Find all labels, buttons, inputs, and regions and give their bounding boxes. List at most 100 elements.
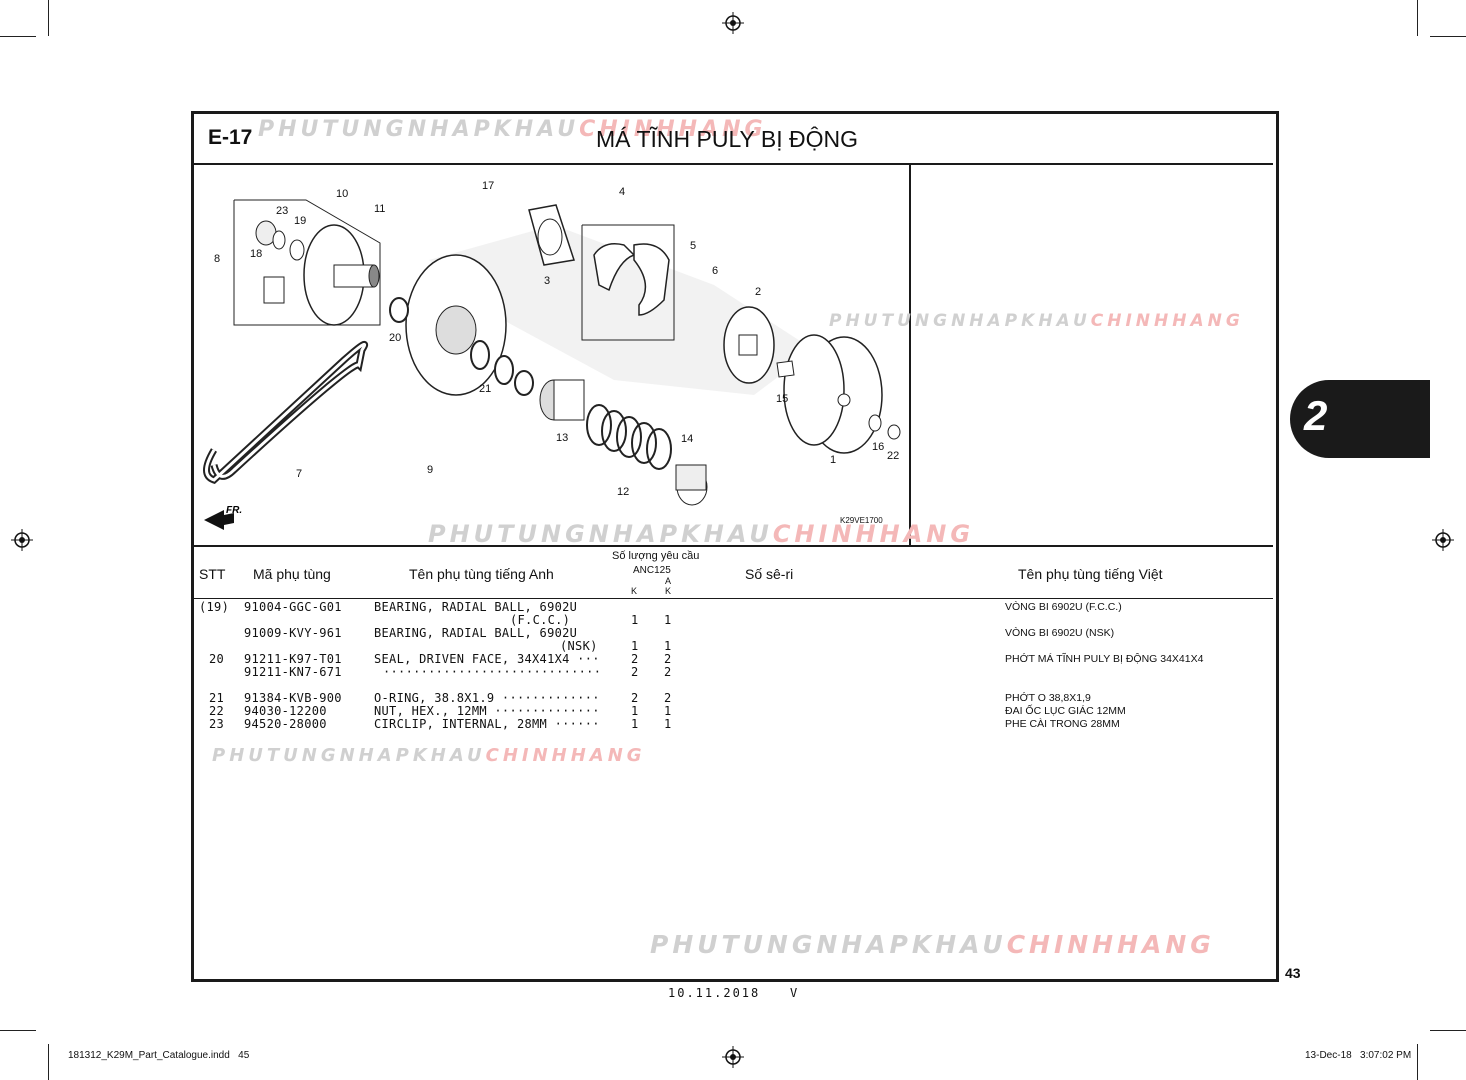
row-name-vn: PHỚT O 38,8X1,9 — [1005, 692, 1091, 704]
page-number: 43 — [1285, 965, 1301, 981]
callout-15: 15 — [776, 393, 788, 405]
header-name-vn: Tên phụ tùng tiếng Việt — [1018, 566, 1163, 582]
registration-mark-icon — [11, 529, 33, 551]
watermark: PHUTUNGNHAPKHAUCHINHHANG — [258, 117, 767, 142]
header-qty-k1: K — [631, 586, 638, 596]
header-qty-title: Số lượng yêu cầu — [612, 550, 700, 562]
crop-mark — [48, 0, 49, 36]
callout-4: 4 — [619, 186, 625, 198]
row-name-en: ····························· — [383, 665, 602, 679]
row-stt: 22 — [209, 704, 225, 718]
crop-mark — [1430, 36, 1466, 37]
callout-14: 14 — [681, 433, 693, 445]
callout-10: 10 — [336, 188, 348, 200]
row-name-en-suffix: (F.C.C.) — [510, 613, 571, 627]
callout-21: 21 — [479, 383, 491, 395]
row-part-no: 91004-GGC-G01 — [244, 600, 342, 614]
callout-22: 22 — [887, 450, 899, 462]
chapter-tab: 2 — [1290, 380, 1430, 458]
footer-date: 10.11.2018 — [668, 986, 761, 1000]
row-qty-1: 2 — [631, 665, 639, 679]
callout-17: 17 — [482, 180, 494, 192]
watermark: PHUTUNGNHAPKHAUCHINHHANG — [428, 520, 975, 548]
row-name-en-suffix: (NSK) — [560, 639, 598, 653]
watermark: PHUTUNGNHAPKHAUCHINHHANG — [829, 311, 1244, 331]
row-qty-1: 2 — [631, 652, 639, 666]
row-name-en: SEAL, DRIVEN FACE, 34X41X4 ··· — [374, 652, 600, 666]
watermark: PHUTUNGNHAPKHAUCHINHHANG — [650, 930, 1215, 959]
row-qty-2: 2 — [664, 691, 672, 705]
callout-9: 9 — [427, 464, 433, 476]
crop-mark — [1417, 0, 1418, 36]
row-qty-1: 1 — [631, 704, 639, 718]
callout-13: 13 — [556, 432, 568, 444]
diagram-divider — [909, 165, 911, 546]
row-qty-1: 2 — [631, 691, 639, 705]
watermark: PHUTUNGNHAPKHAUCHINHHANG — [212, 745, 646, 766]
registration-mark-icon — [722, 12, 744, 34]
footer-timestamp: 13-Dec-18 3:07:02 PM — [1305, 1050, 1412, 1061]
callout-1: 1 — [830, 454, 836, 466]
row-name-vn: PHỚT MÁ TĨNH PULY BỊ ĐỘNG 34X41X4 — [1005, 653, 1204, 665]
callout-19: 19 — [294, 215, 306, 227]
callout-7: 7 — [296, 468, 302, 480]
footer-filename: 181312_K29M_Part_Catalogue.indd 45 — [68, 1050, 250, 1061]
row-qty-1: 1 — [631, 639, 639, 653]
row-stt: 21 — [209, 691, 225, 705]
row-name-vn: PHE CÀI TRONG 28MM — [1005, 718, 1120, 730]
row-name-en: O-RING, 38.8X1.9 ············· — [374, 691, 600, 705]
header-qty-model: ANC125 — [633, 565, 671, 576]
header-part-no: Mã phụ tùng — [253, 566, 331, 582]
footer-version: V — [790, 986, 798, 1000]
crop-mark — [1417, 1044, 1418, 1080]
callout-18: 18 — [250, 248, 262, 260]
chapter-tab-number: 2 — [1304, 392, 1328, 439]
row-qty-2: 2 — [664, 665, 672, 679]
crop-mark — [48, 1044, 49, 1080]
figure-code: K29VE1700 — [840, 516, 883, 525]
section-code: E-17 — [208, 126, 253, 149]
callout-23: 23 — [276, 205, 288, 217]
row-stt: (19) — [199, 600, 230, 614]
row-qty-2: 1 — [664, 717, 672, 731]
table-top-divider — [194, 545, 1273, 547]
crop-mark — [0, 36, 36, 37]
row-stt: 23 — [209, 717, 225, 731]
callout-8: 8 — [214, 253, 220, 265]
callout-16: 16 — [872, 441, 884, 453]
row-part-no: 91211-KN7-671 — [244, 665, 342, 679]
fr-label: FR. — [226, 505, 242, 516]
page-title: MÁ TĨNH PULY BỊ ĐỘNG — [596, 126, 858, 152]
row-qty-2: 1 — [664, 704, 672, 718]
crop-mark — [0, 1030, 36, 1031]
title-divider — [194, 163, 1273, 165]
row-name-vn: VÒNG BI 6902U (NSK) — [1005, 627, 1115, 639]
header-stt: STT — [199, 566, 226, 582]
row-name-en: BEARING, RADIAL BALL, 6902U — [374, 626, 578, 640]
row-name-vn: VÒNG BI 6902U (F.C.C.) — [1005, 601, 1122, 613]
row-qty-1: 1 — [631, 613, 639, 627]
row-part-no: 91211-K97-T01 — [244, 652, 342, 666]
row-stt: 20 — [209, 652, 225, 666]
row-part-no: 91009-KVY-961 — [244, 626, 342, 640]
callout-11: 11 — [374, 203, 385, 215]
callout-6: 6 — [712, 265, 718, 277]
catalogue-frame — [191, 111, 1279, 982]
row-name-en: BEARING, RADIAL BALL, 6902U — [374, 600, 578, 614]
header-serial: Số sê-ri — [745, 566, 794, 582]
row-part-no: 94030-12200 — [244, 704, 327, 718]
header-qty-a: A — [665, 576, 672, 586]
row-qty-2: 1 — [664, 613, 672, 627]
row-name-vn: ĐAI ỐC LỤC GIÁC 12MM — [1005, 705, 1126, 717]
callout-2: 2 — [755, 286, 761, 298]
header-qty-k2: K — [665, 586, 672, 596]
registration-mark-icon — [1432, 529, 1454, 551]
row-qty-2: 2 — [664, 652, 672, 666]
callout-5: 5 — [690, 240, 696, 252]
crop-mark — [1430, 1030, 1466, 1031]
row-qty-2: 1 — [664, 639, 672, 653]
row-part-no: 91384-KVB-900 — [244, 691, 342, 705]
row-name-en: NUT, HEX., 12MM ·············· — [374, 704, 600, 718]
row-qty-1: 1 — [631, 717, 639, 731]
